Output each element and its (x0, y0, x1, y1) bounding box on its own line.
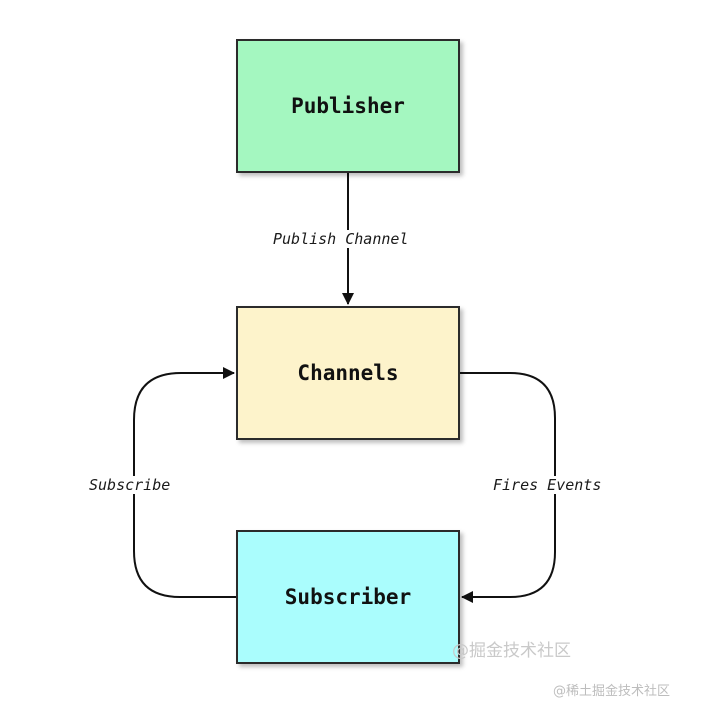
edge-label-publish-channel: Publish Channel (270, 230, 412, 248)
edge-label-subscribe: Subscribe (86, 476, 174, 494)
watermark-corner: @稀土掘金技术社区 (553, 684, 671, 699)
watermark-center: @掘金技术社区 (452, 641, 571, 661)
subscriber-label: Subscriber (284, 585, 412, 609)
edge-label-fires-events: Fires Events (490, 476, 605, 494)
subscriber-node: Subscriber (236, 530, 460, 664)
channels-label: Channels (297, 361, 399, 385)
channels-node: Channels (236, 306, 460, 440)
publisher-label: Publisher (291, 94, 405, 118)
publisher-node: Publisher (236, 39, 460, 173)
